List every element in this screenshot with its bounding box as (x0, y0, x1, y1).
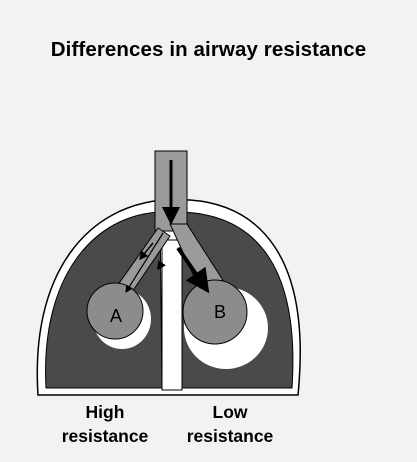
right-flow-arrow (176, 246, 210, 294)
high-resistance-line2: resistance (61, 426, 149, 446)
left-small-arrow-2 (157, 260, 166, 271)
left-small-arrow (139, 242, 154, 261)
left-flow-arrow (125, 232, 164, 294)
low-resistance-caption: Low resistance (160, 400, 300, 448)
low-resistance-line2: resistance (186, 426, 274, 446)
diagram-title: Differences in airway resistance (50, 38, 367, 61)
low-resistance-line1: Low (212, 402, 248, 422)
alveolus-b (182, 279, 248, 345)
high-resistance-caption: High resistance (35, 400, 175, 448)
mediastinum (161, 239, 183, 391)
alveolus-a (86, 282, 144, 340)
alveolus-b-label: B (214, 302, 226, 322)
alveolus-a-label: A (110, 306, 122, 326)
high-resistance-line1: High (85, 402, 125, 422)
